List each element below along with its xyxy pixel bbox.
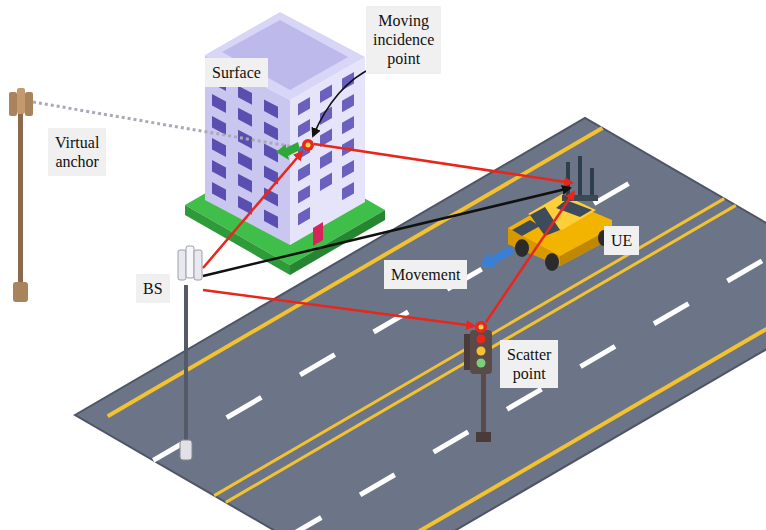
window	[264, 99, 278, 118]
building-windows	[212, 72, 354, 229]
window	[342, 116, 354, 134]
label-text: Movement	[391, 265, 460, 284]
surface-move-arrow	[276, 142, 300, 160]
window	[342, 138, 354, 156]
window	[320, 85, 332, 103]
window	[298, 97, 310, 115]
window	[212, 116, 226, 135]
window	[212, 94, 226, 113]
label-box: Virtual anchor	[48, 128, 106, 176]
window	[342, 182, 354, 200]
window	[298, 119, 310, 137]
door	[313, 222, 323, 246]
virtual-anchor-icon	[9, 88, 33, 302]
window	[298, 185, 310, 203]
window	[264, 209, 278, 228]
label-text: UE	[611, 231, 632, 250]
building	[205, 12, 365, 245]
window	[298, 207, 310, 225]
window	[320, 151, 332, 169]
window	[342, 94, 354, 112]
window	[320, 107, 332, 125]
label-box: BS	[136, 274, 170, 303]
window	[320, 173, 332, 191]
label-box: Scatter point	[500, 340, 558, 388]
scatter-marker	[475, 321, 487, 333]
label-box: Movement	[384, 260, 467, 289]
window	[298, 163, 310, 181]
lane-line	[348, 217, 766, 530]
window	[238, 152, 252, 171]
window	[212, 138, 226, 157]
window	[264, 121, 278, 140]
lane-line	[287, 181, 766, 530]
window	[212, 160, 226, 179]
label-text: BS	[143, 279, 163, 298]
window	[264, 187, 278, 206]
label-text: Moving incidence point	[373, 11, 434, 69]
bs-icon	[178, 246, 202, 460]
label-box: Surface	[205, 58, 268, 87]
label-text: Scatter point	[507, 345, 551, 383]
window	[238, 174, 252, 193]
traffic-light	[464, 330, 492, 442]
window	[264, 143, 278, 162]
incidence-marker	[302, 139, 314, 151]
window	[238, 108, 252, 127]
window	[342, 160, 354, 178]
window	[212, 182, 226, 201]
label-box: UE	[604, 226, 639, 255]
signal-paths	[203, 144, 574, 326]
label-text: Surface	[212, 63, 261, 82]
window	[238, 86, 252, 105]
ue-move-arrow	[480, 246, 514, 268]
callout-arrow	[313, 68, 372, 136]
label-text: Virtual anchor	[55, 133, 99, 171]
label-box: Moving incidence point	[366, 6, 441, 74]
